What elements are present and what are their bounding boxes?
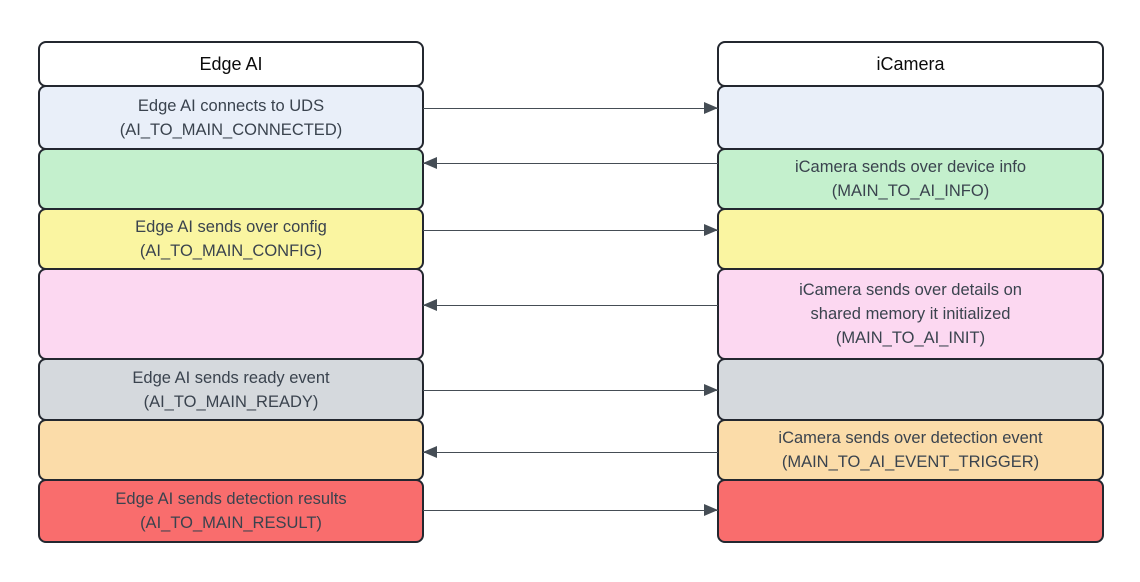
box-left-shared-memory-init	[38, 268, 424, 360]
box-right-detection-results	[717, 479, 1104, 543]
message-lane	[423, 479, 718, 543]
box-right-device-info: iCamera sends over device info (MAIN_TO_…	[717, 148, 1104, 210]
message-row-ready: Edge AI sends ready event (AI_TO_MAIN_RE…	[38, 358, 1104, 421]
box-left-detection-event	[38, 419, 424, 481]
box-right-config	[717, 208, 1104, 270]
box-left-connected: Edge AI connects to UDS (AI_TO_MAIN_CONN…	[38, 85, 424, 150]
box-right-connected	[717, 85, 1104, 150]
message-lane	[423, 208, 718, 270]
message-text: Edge AI sends over config	[135, 218, 327, 236]
box-left-config: Edge AI sends over config (AI_TO_MAIN_CO…	[38, 208, 424, 270]
message-lane	[423, 358, 718, 421]
message-text: iCamera sends over detection event	[778, 429, 1043, 447]
message-row-device-info: iCamera sends over device info (MAIN_TO_…	[38, 148, 1104, 210]
arrow-left-icon	[423, 157, 718, 169]
message-lane	[423, 148, 718, 210]
message-code: (AI_TO_MAIN_CONFIG)	[139, 242, 323, 260]
arrow-right-icon	[423, 384, 718, 396]
message-text: Edge AI sends detection results	[115, 490, 347, 508]
message-text: Edge AI sends ready event	[132, 368, 330, 387]
edge-ai-header-box: Edge AI	[38, 41, 424, 87]
arrow-right-icon	[423, 102, 718, 114]
message-lane	[423, 85, 718, 150]
box-right-ready	[717, 358, 1104, 421]
message-row-detection-event: iCamera sends over detection event (MAIN…	[38, 419, 1104, 481]
edge-ai-title: Edge AI	[199, 53, 263, 74]
message-row-shared-memory-init: iCamera sends over details on shared mem…	[38, 268, 1104, 360]
message-lane	[423, 268, 718, 360]
box-left-device-info	[38, 148, 424, 210]
message-code: (AI_TO_MAIN_CONNECTED)	[119, 120, 343, 139]
message-row-detection-results: Edge AI sends detection results (AI_TO_M…	[38, 479, 1104, 543]
message-text: shared memory it initialized	[810, 305, 1011, 323]
message-row-connected: Edge AI connects to UDS (AI_TO_MAIN_CONN…	[38, 85, 1104, 150]
box-left-detection-results: Edge AI sends detection results (AI_TO_M…	[38, 479, 424, 543]
message-code: (MAIN_TO_AI_EVENT_TRIGGER)	[781, 453, 1040, 471]
arrow-left-icon	[423, 446, 718, 458]
box-right-detection-event: iCamera sends over detection event (MAIN…	[717, 419, 1104, 481]
icamera-header-box: iCamera	[717, 41, 1104, 87]
message-code: (MAIN_TO_AI_INFO)	[831, 182, 990, 200]
header-row: Edge AI iCamera	[38, 41, 1104, 87]
message-code: (AI_TO_MAIN_RESULT)	[140, 514, 322, 532]
arrow-right-icon	[423, 224, 718, 236]
icamera-title: iCamera	[876, 53, 945, 74]
box-left-ready: Edge AI sends ready event (AI_TO_MAIN_RE…	[38, 358, 424, 421]
arrow-left-icon	[423, 299, 718, 311]
message-row-config: Edge AI sends over config (AI_TO_MAIN_CO…	[38, 208, 1104, 270]
message-text: iCamera sends over details on	[799, 281, 1022, 299]
message-code: (AI_TO_MAIN_READY)	[143, 392, 319, 411]
box-right-shared-memory-init: iCamera sends over details on shared mem…	[717, 268, 1104, 360]
sequence-diagram: Edge AI iCamera Edge AI connects to UDS …	[38, 41, 1104, 543]
message-lane	[423, 419, 718, 481]
message-text: iCamera sends over device info	[794, 158, 1027, 176]
message-text: Edge AI connects to UDS	[137, 96, 325, 115]
message-code: (MAIN_TO_AI_INIT)	[835, 329, 986, 347]
header-gap	[424, 41, 717, 87]
arrow-right-icon	[423, 504, 718, 516]
